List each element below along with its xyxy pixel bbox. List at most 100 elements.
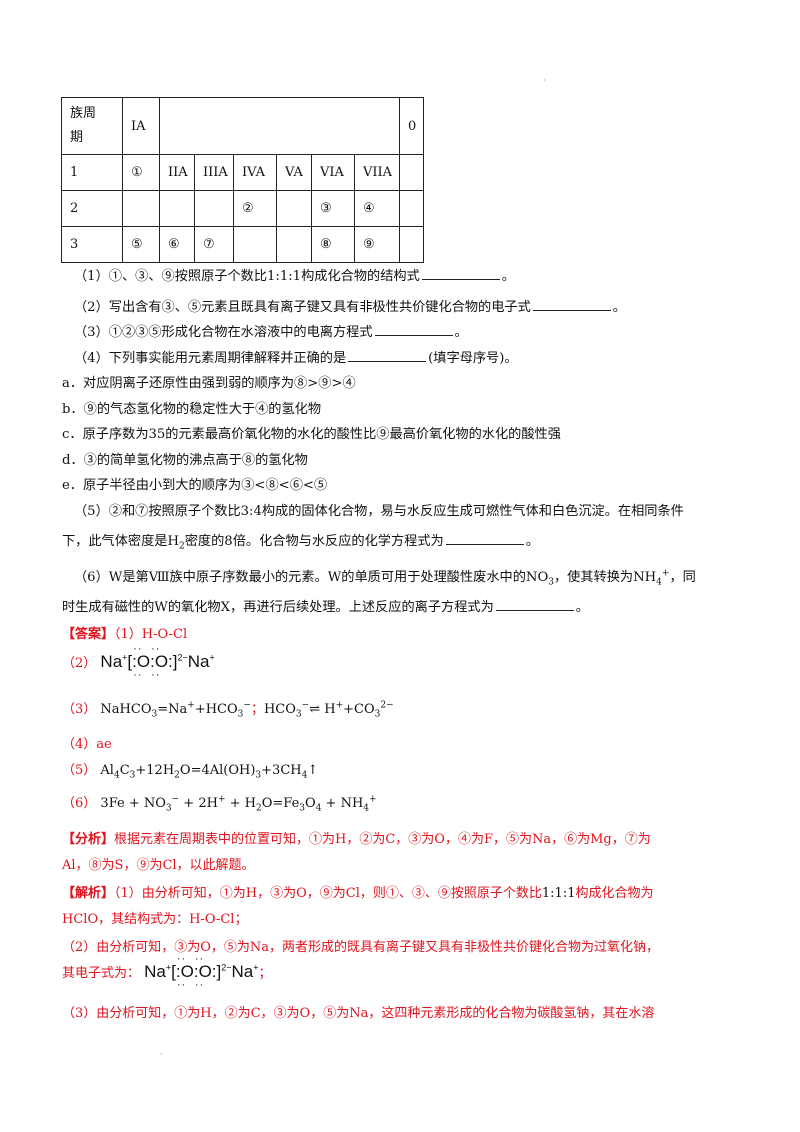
table-row: 3 ⑤ ⑥ ⑦ ⑧ ⑨ (61, 226, 424, 263)
table-cell (276, 226, 312, 263)
subscript: 4 (656, 577, 662, 588)
table-cell: IIA (159, 154, 195, 191)
question-text: 时生成有磁性的W的氧化物X，再进行后续处理。上述反应的离子方程式为 (62, 600, 494, 615)
table-cell: ② (233, 190, 277, 227)
superscript: 2− (177, 652, 188, 663)
answer-text: （1）H-O-Cl (114, 627, 188, 642)
formula-text: ； (250, 702, 264, 717)
formula-text: Na (144, 962, 166, 981)
table-cell: ⑨ (354, 226, 400, 263)
table-cell: IVA (233, 154, 277, 191)
question-text: 。 (501, 269, 515, 284)
question-5-line2: 下，此气体密度是H2密度的8倍。化合物与水反应的化学方程式为。 (62, 530, 539, 552)
answer-blank[interactable] (374, 323, 453, 336)
formula-text: 3Fe + NO (100, 796, 166, 811)
question-text: （6）W是第Ⅷ族中原子序数最小的元素。W的单质可用于处理酸性废水中的 (74, 570, 526, 585)
question-text: 密度的8倍。化合物与水反应的化学方程式为 (184, 534, 444, 549)
question-text: （1）①、③、⑨按照原子个数比 (74, 269, 268, 284)
solution-line-3: （2）由分析可知，③为O，⑤为Na，两者形成的既具有离子键又具有非极性共价键化合… (62, 940, 660, 955)
formula-text: NaHCO (100, 702, 152, 717)
table-cell: 1 (61, 154, 123, 191)
oxygen-atom: :O (176, 953, 194, 991)
table-cell: IIIA (194, 154, 234, 191)
question-3: （3）①②③⑤形成化合物在水溶液中的电离方程式 。 (74, 321, 468, 340)
table-cell: VIA (311, 154, 355, 191)
table-cell: ⑥ (159, 226, 195, 263)
table-cell (276, 190, 312, 227)
answer-blank[interactable] (421, 267, 500, 280)
answer-5: （5） Al4C3+12H2O=4Al(OH)3+3CH4↑ (62, 759, 318, 781)
solution-text: 构成化合物为 (575, 886, 654, 901)
table-cell (399, 190, 424, 227)
formula-text: Al (100, 763, 114, 778)
analysis-line-1: 【分析】根据元素在周期表中的位置可知，①为H，②为C，③为O，④为F，⑤为Na，… (62, 828, 651, 847)
table-cell: 0 (399, 97, 424, 155)
table-row: 族周 期 IA 0 (61, 97, 424, 155)
question-text: 。 (612, 300, 626, 315)
formula-text: +CO (343, 702, 375, 717)
question-text: 。 (575, 600, 589, 615)
answer-4: （4）ae (62, 737, 112, 752)
table-row: 2 ② ③ ④ (61, 190, 424, 227)
answer-blank[interactable] (495, 598, 574, 611)
question-text: （3）①②③⑤形成化合物在水溶液中的电离方程式 (74, 325, 373, 340)
table-cell (399, 154, 424, 191)
answer-label: （5） (62, 763, 97, 778)
question-text: 构成化合物的结构式 (301, 269, 420, 284)
question-6-line1: （6）W是第Ⅷ族中原子序数最小的元素。W的单质可用于处理酸性废水中的NO3，使其… (74, 566, 696, 588)
formula-text: C (119, 763, 130, 778)
formula-text: Na (231, 962, 254, 981)
periodic-table: 族周 期 IA 0 1 ① IIA IIIA IVA VA VIA VIIA 2… (61, 97, 424, 263)
analysis-line-2: Al，⑧为S，⑨为Cl，以此解题。 (62, 858, 255, 873)
solution-line-2: HClO，其结构式为：H-O-Cl； (62, 912, 248, 927)
solution-text: ； (258, 966, 272, 981)
answer-label: （2） (62, 656, 97, 671)
question-6-line2: 时生成有磁性的W的氧化物X，再进行后续处理。上述反应的离子方程式为 。 (62, 596, 589, 615)
formula-text: +HCO (194, 702, 238, 717)
question-text: 。 (454, 325, 468, 340)
ratio: 3:4 (240, 504, 262, 519)
question-text: ，使其转换为 (554, 570, 634, 585)
table-cell (159, 190, 195, 227)
answer-blank[interactable] (532, 298, 611, 311)
question-4: （4）下列事实能用元素周期律解释并正确的是(填字母序号)。 (74, 347, 518, 366)
solution-tag: 【解析】 (62, 886, 115, 901)
electron-formula: Na+[:O:O:]2−Na+ (100, 643, 214, 681)
answer-blank[interactable] (445, 532, 524, 545)
table-cell: ① (122, 154, 160, 191)
ionic-equation: 3Fe + NO3− + 2H+ + H2O=Fe3O4 + NH4+ (100, 794, 377, 814)
chemical-equation: Al4C3+12H2O=4Al(OH)3+3CH4↑ (100, 763, 319, 781)
table-cell: ④ (354, 190, 400, 227)
formula-text: O=4Al(OH) (179, 763, 256, 778)
subscript: 3 (548, 577, 554, 588)
subscript: 2 (179, 541, 185, 552)
question-2: （2）写出含有③、⑤元素且既具有离子键又具有非极性共价键化合物的电子式。 (74, 296, 626, 315)
question-text: 。 (525, 534, 539, 549)
solution-line-1: 【解析】（1）由分析可知，①为H，③为O，⑨为Cl，则①、③、⑨按照原子个数比1… (62, 882, 653, 901)
formula: NH (633, 570, 657, 585)
answer-2: （2） Na+[:O:O:]2−Na+ (62, 643, 215, 681)
table-cell (399, 226, 424, 263)
formula-text: HCO (263, 702, 296, 717)
superscript: 2− (221, 962, 232, 973)
solution-text: （1）由分析可知，①为H，③为O，⑨为Cl，则①、③、⑨按照原子个数比 (114, 886, 542, 901)
formula-text: Na (100, 652, 123, 671)
solution-line-4: 其电子式为： Na+[:O:O:]2−Na+； (62, 953, 272, 991)
formula-text: ↑ (307, 763, 319, 778)
table-cell: 族周 期 (61, 97, 123, 155)
ionization-equation: NaHCO3=Na++HCO3−；HCO3−⇌ H++CO32− (100, 700, 394, 720)
oxygen-atom: :O: (150, 643, 173, 681)
option-d: d．③的简单氢化物的沸点高于⑧的氢化物 (62, 453, 308, 468)
table-cell: ⑤ (122, 226, 160, 263)
table-cell: 2 (61, 190, 123, 227)
formula-text: +12H (135, 763, 175, 778)
ratio: 1:1:1 (541, 886, 576, 901)
dot-mark: · (543, 76, 546, 85)
answer-blank[interactable] (348, 349, 427, 362)
formula-text: O=Fe (261, 796, 300, 811)
option-e: e．原子半径由小到大的顺序为③<⑧<⑥<⑤ (62, 478, 328, 493)
option-b: b．⑨的气态氢化物的稳定性大于④的氢化物 (62, 402, 322, 417)
question-1: （1）①、③、⑨按照原子个数比1:1:1构成化合物的结构式。 (74, 265, 515, 284)
solution-text: 其电子式为： (62, 966, 141, 981)
